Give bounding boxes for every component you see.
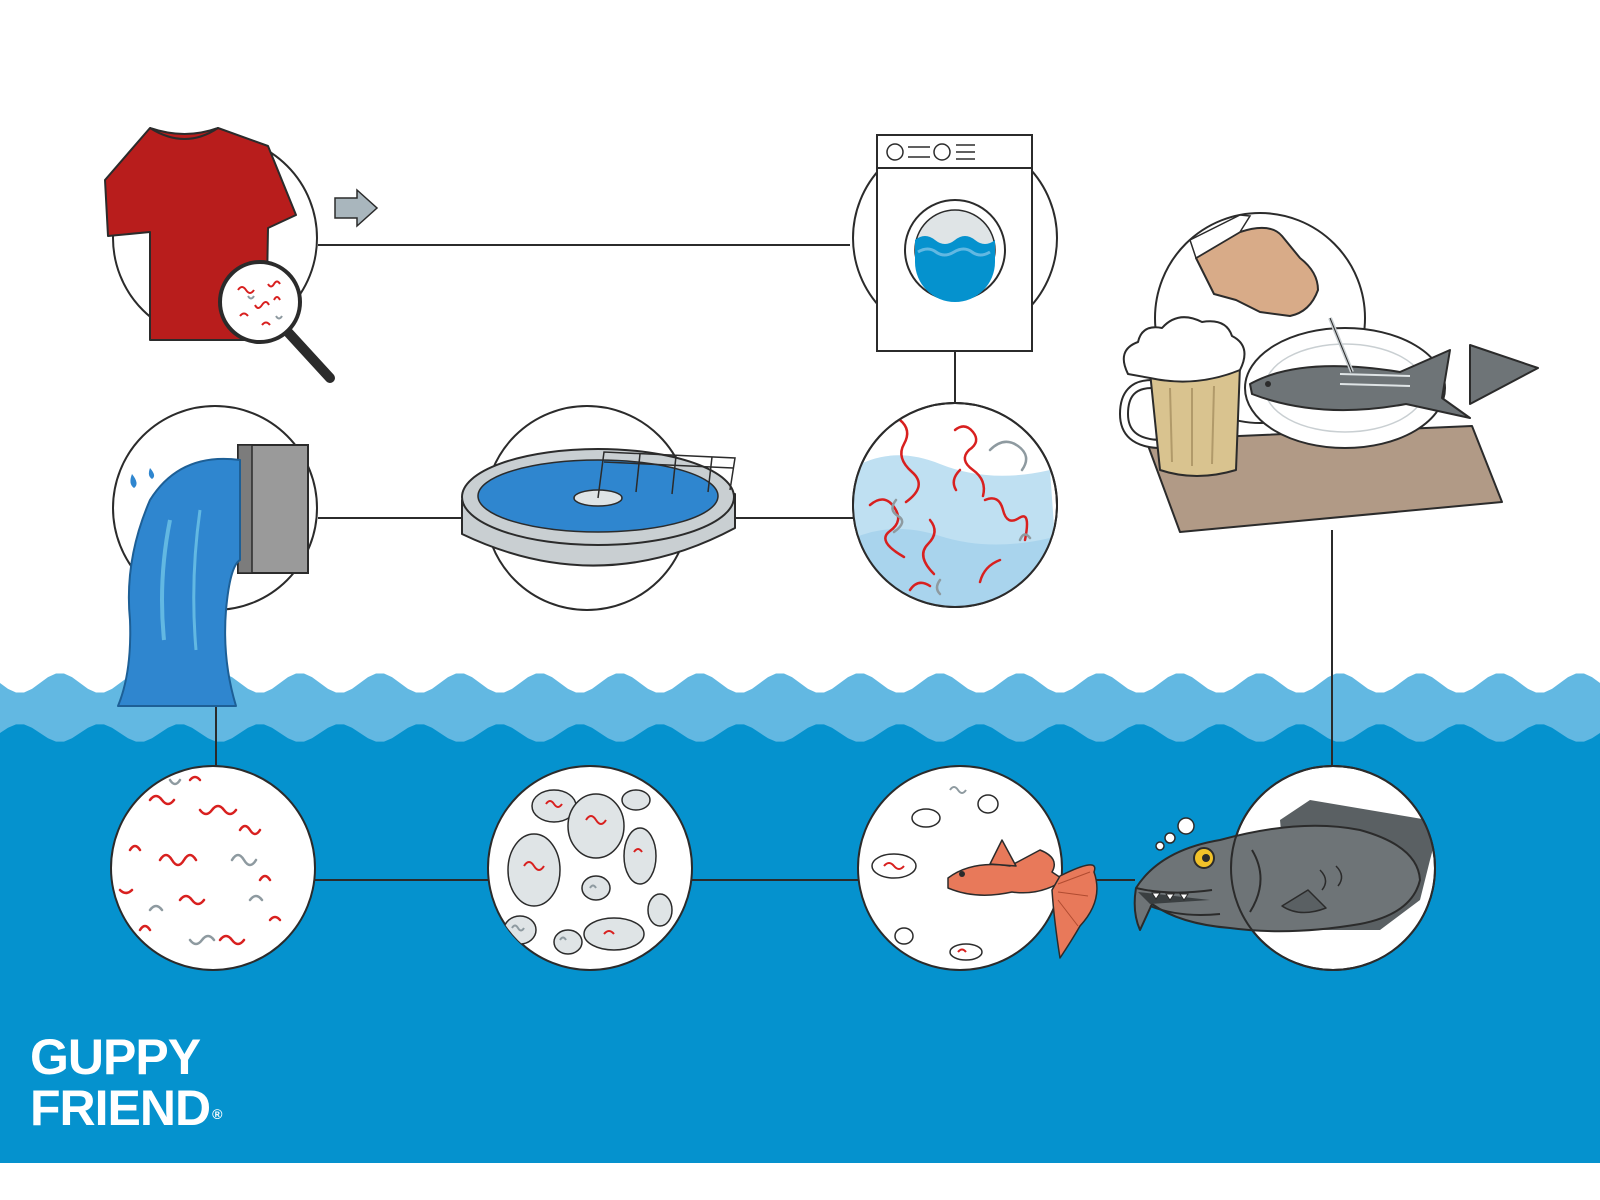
logo-line-2: FRIEND	[30, 1080, 211, 1136]
sea-wave-dark	[0, 724, 1600, 1200]
sea-background	[0, 673, 1600, 1200]
outflow-pipe-icon	[112, 405, 318, 707]
treatment-basin-icon	[461, 405, 736, 611]
microfiber-water-icon	[852, 402, 1058, 608]
registered-mark: ®	[212, 1106, 223, 1122]
tshirt-magnifier-icon	[104, 127, 335, 383]
guppy-friend-logo: GUPPY FRIEND®	[30, 1032, 222, 1134]
arrow-right-icon	[334, 188, 379, 228]
small-fish-icon	[857, 765, 1098, 971]
plankton-icon	[487, 765, 693, 971]
logo-line-1: GUPPY	[30, 1029, 201, 1085]
microfiber-sea-icon	[110, 765, 316, 971]
washing-machine-icon	[852, 134, 1058, 352]
fish-dinner-icon	[1118, 212, 1539, 533]
big-fish-icon	[1133, 765, 1436, 971]
